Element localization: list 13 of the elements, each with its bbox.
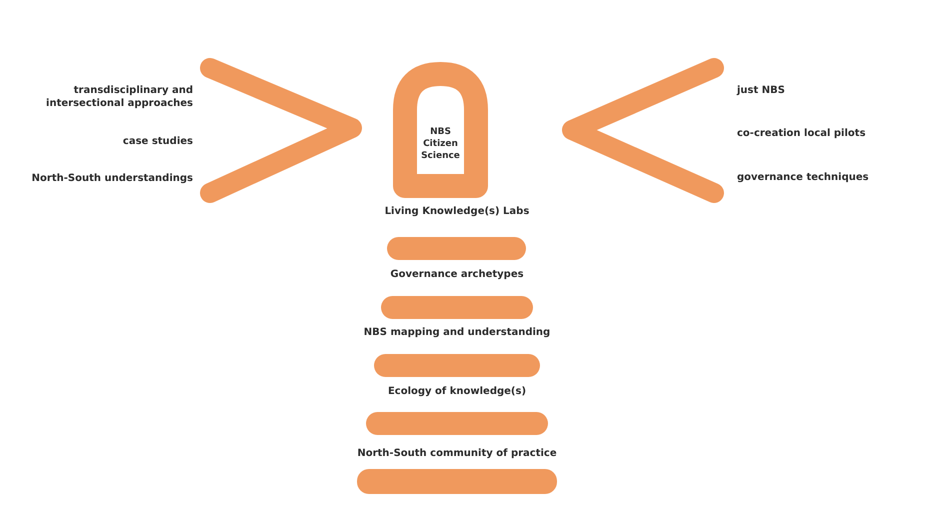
- step-label: Ecology of knowledge(s): [386, 385, 528, 398]
- step-label: Living Knowledge(s) Labs: [384, 205, 530, 218]
- step-label: North-South community of practice: [356, 447, 558, 460]
- beam-label: co-creation local pilots: [737, 127, 867, 140]
- step-label: Governance archetypes: [389, 268, 525, 281]
- lamp-label: NBS Citizen Science: [420, 126, 461, 162]
- beam-label: just NBS: [737, 84, 786, 97]
- beam-label: North-South understandings: [30, 172, 193, 185]
- lamp-frame: [393, 62, 488, 198]
- beam-label: case studies: [122, 135, 193, 148]
- beam-label: governance techniques: [737, 171, 870, 184]
- step-label: NBS mapping and understanding: [362, 326, 552, 339]
- beam-label: transdisciplinary and intersectional approaches: [45, 84, 193, 110]
